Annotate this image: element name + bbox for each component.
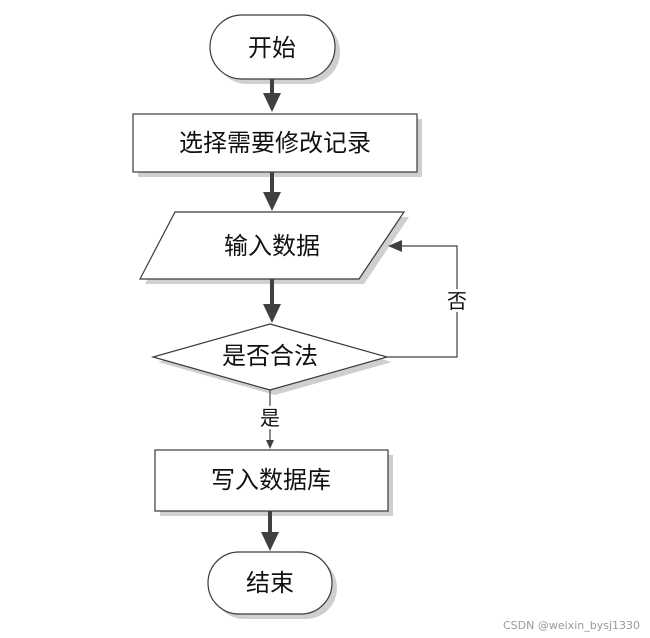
- no-branch-loop: [387, 240, 458, 358]
- arrow-input-to-decision: [263, 279, 281, 323]
- select-record-label: 选择需要修改记录: [179, 129, 371, 157]
- end-label: 结束: [246, 569, 294, 597]
- watermark: CSDN @weixin_bysj1330: [503, 619, 640, 632]
- arrow-write-to-end: [261, 511, 279, 551]
- arrow-start-to-select: [263, 79, 281, 112]
- input-data-node: 输入数据: [139, 211, 409, 284]
- yes-branch-label: 是: [260, 406, 280, 430]
- arrow-select-to-input: [263, 172, 281, 211]
- start-node: 开始: [209, 14, 340, 84]
- end-node: 结束: [207, 551, 337, 619]
- decision-label: 是否合法: [222, 342, 318, 370]
- yes-branch-arrow: [266, 390, 274, 449]
- select-record-node: 选择需要修改记录: [132, 113, 422, 177]
- decision-node: 是否合法: [150, 323, 392, 395]
- start-label: 开始: [248, 34, 296, 62]
- write-database-label: 写入数据库: [211, 466, 331, 494]
- no-branch-label: 否: [447, 289, 467, 313]
- input-data-label: 输入数据: [224, 232, 320, 260]
- write-database-node: 写入数据库: [154, 449, 393, 516]
